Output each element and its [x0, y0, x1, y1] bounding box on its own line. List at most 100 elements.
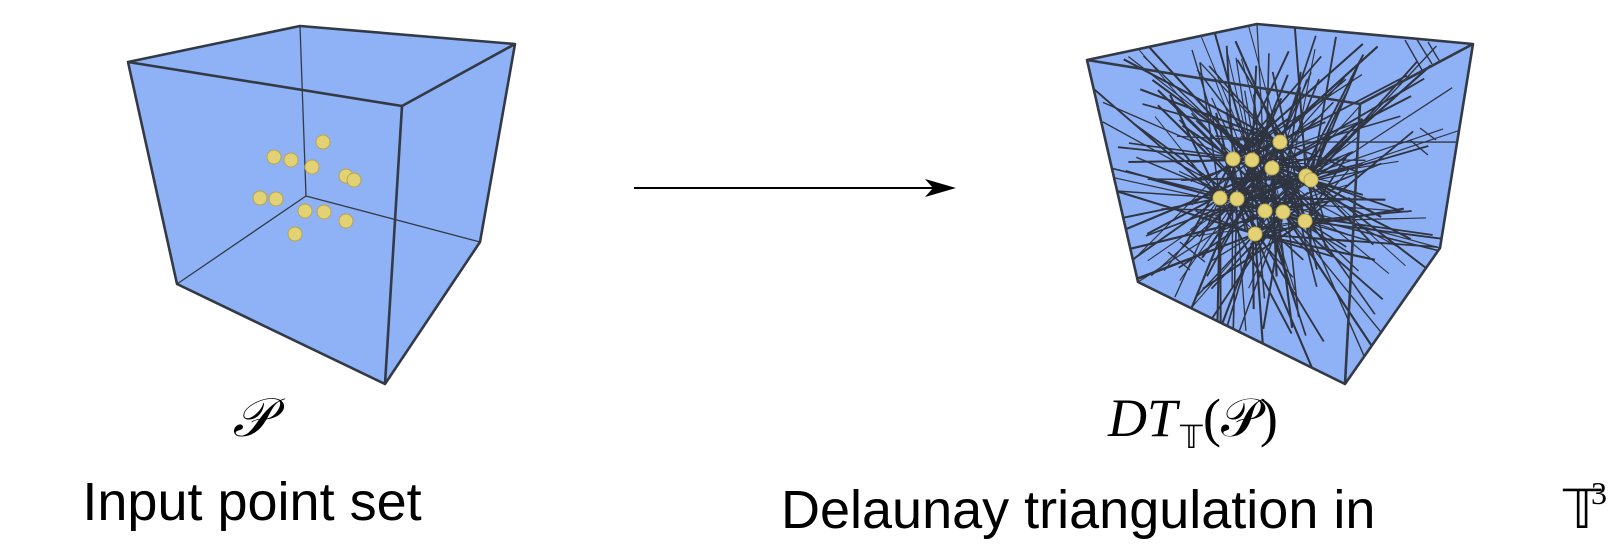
triangulation-edge [1270, 167, 1294, 329]
triangulation-edge [1178, 119, 1266, 212]
delaunay-symbol: DT 𝕋 (𝒫) [1107, 388, 1278, 455]
triangulation-edge [1282, 211, 1381, 332]
point-sphere [304, 159, 320, 175]
triangulation-edge [1254, 233, 1294, 278]
triangulation-edge [1222, 130, 1284, 213]
point-set [1212, 134, 1319, 242]
triangulation-edge [1279, 141, 1356, 172]
triangulation-edge [1219, 197, 1409, 213]
triangulation-edge [1310, 145, 1429, 181]
triangulation-edge [1271, 71, 1306, 222]
triangulation-edge [1304, 220, 1359, 272]
triangulation-edge [1304, 217, 1427, 222]
triangulation-edge [1304, 169, 1350, 222]
point-sphere [283, 152, 299, 168]
triangulation-edge [1305, 64, 1432, 177]
right-caption: Delaunay triangulation in 𝕋 3 [781, 475, 1607, 540]
triangulation-edge [1225, 167, 1273, 197]
point-sphere [316, 204, 332, 220]
triangulation-edge [1254, 233, 1334, 258]
point-sphere [1272, 134, 1288, 150]
point-sphere [297, 203, 313, 219]
triangulation-edge [1254, 232, 1376, 261]
cube-front-edges [126, 24, 517, 386]
triangulation-edge [1194, 233, 1256, 299]
triangulation-edge [1087, 76, 1221, 199]
triangulation-edge [1249, 220, 1306, 246]
triangulation-edge [1213, 30, 1266, 212]
triangulation-edge [1207, 110, 1256, 235]
triangulation-edge [1427, 41, 1441, 63]
point-sphere [287, 226, 303, 242]
triangulation-edge [1154, 116, 1221, 199]
triangulation-edge [1251, 65, 1258, 161]
triangulation-edge [1174, 197, 1221, 298]
triangulation-edge [1102, 101, 1234, 160]
triangulation-edge [1178, 170, 1238, 200]
triangulation-edge [1310, 121, 1473, 181]
triangulation-edge [1236, 198, 1325, 342]
triangulation-edge [1195, 210, 1256, 235]
triangulation-edge [1179, 241, 1206, 263]
triangulation-edge [1254, 207, 1404, 236]
triangulation-edge [1236, 198, 1304, 261]
dt-symbol: DT [1107, 388, 1181, 448]
point-set [252, 134, 362, 242]
delaunay-cube [1085, 22, 1475, 386]
cube-front-edges [1085, 22, 1475, 386]
triangulation-edge [1157, 104, 1266, 212]
triangulation-edge [1254, 233, 1355, 243]
triangulation-edge [1167, 251, 1191, 271]
point-sphere [1225, 151, 1241, 167]
point-sphere [1247, 226, 1263, 242]
triangulation-edge [1409, 139, 1429, 156]
triangulation-edge [1225, 111, 1256, 235]
point-sphere [1229, 191, 1245, 207]
left-caption: Input point set [82, 472, 421, 532]
point-sphere [1244, 152, 1260, 168]
triangulation-edge [1219, 197, 1257, 233]
triangulation-edge [1232, 43, 1364, 160]
triangulation-edge [1202, 220, 1306, 290]
triangulation-edge [1282, 48, 1316, 213]
triangulation-edge [1310, 87, 1453, 181]
triangulation-edge [1282, 211, 1362, 240]
torus-symbol: 𝕋 [1562, 480, 1602, 540]
triangulation-edge [1219, 197, 1293, 335]
point-sphere [1257, 203, 1273, 219]
point-sphere [268, 191, 284, 207]
triangulation-edge [1136, 233, 1256, 280]
dt-argument: (𝒫) [1203, 388, 1278, 448]
triangulation-edge [1232, 198, 1238, 332]
point-sphere [1264, 160, 1280, 176]
triangulation-edge [1241, 58, 1284, 213]
triangulation-edge [1251, 159, 1390, 275]
triangulation-edge [1404, 39, 1423, 71]
triangulation-edge [1219, 170, 1362, 199]
triangulation-edge [1189, 220, 1306, 238]
triangulation-edge [1305, 94, 1347, 177]
right-caption-text: Delaunay triangulation in [781, 480, 1375, 540]
triangulation-edge [1282, 54, 1365, 213]
triangulation-edge [1253, 233, 1270, 384]
point-sphere [1303, 172, 1319, 188]
point-sphere [315, 134, 331, 150]
point-set-symbol: 𝒫 [233, 388, 286, 448]
point-sphere [1212, 190, 1228, 206]
triangulation-edge [1419, 127, 1437, 141]
triangulation-edge [1195, 120, 1306, 222]
point-sphere [338, 213, 354, 229]
triangulation-edge [1304, 130, 1414, 222]
input-point-cube [126, 24, 517, 386]
triangulation-edge [1310, 127, 1331, 181]
point-sphere [346, 172, 362, 188]
triangulation-edge [1147, 198, 1238, 262]
point-sphere [252, 190, 268, 206]
triangulation-edge [1122, 210, 1284, 252]
point-sphere [266, 149, 282, 165]
triangulation-edge [1150, 198, 1238, 277]
triangulation-edge [1179, 198, 1238, 282]
triangulation-edge [1093, 182, 1256, 236]
triangulation-edge [1304, 152, 1350, 222]
triangulation-edge [1415, 37, 1433, 65]
